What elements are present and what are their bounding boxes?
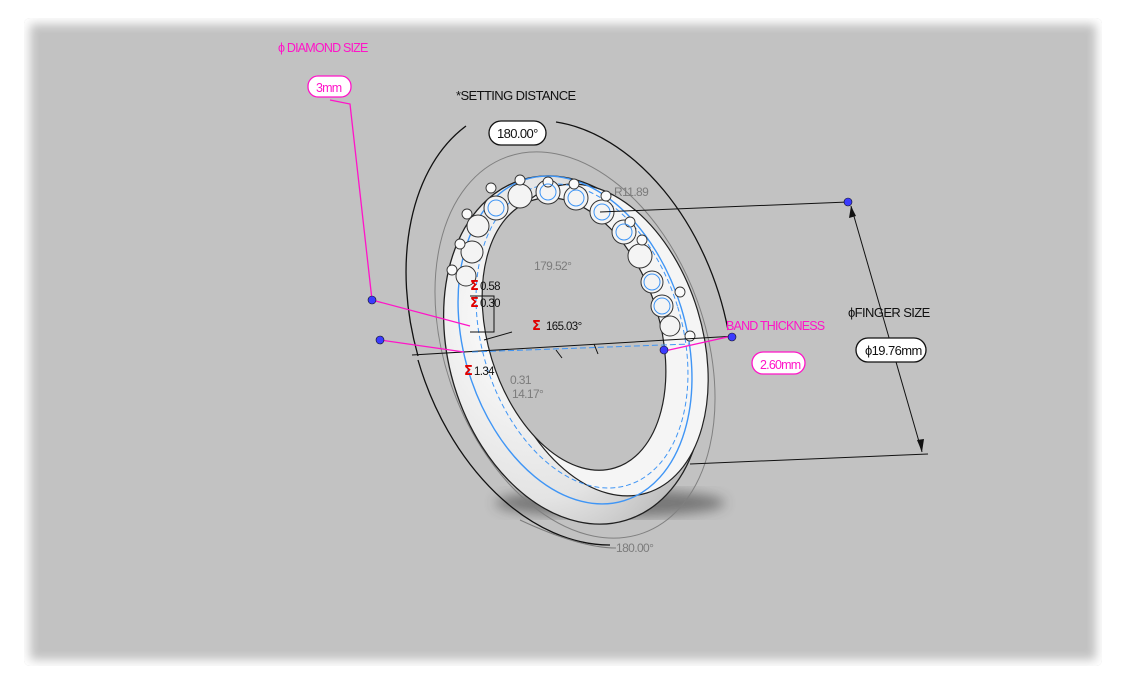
diamond-size-label: ϕ DIAMOND SIZE bbox=[278, 41, 368, 55]
small-value-0: 0.58 bbox=[480, 281, 500, 293]
finger-size-label: ϕFINGER SIZE bbox=[848, 305, 931, 320]
radius-label: R11.89 bbox=[614, 185, 649, 199]
band-thickness-value: 2.60mm bbox=[760, 358, 801, 372]
offset-line bbox=[379, 339, 465, 353]
setting-distance-arc-lower bbox=[417, 359, 611, 546]
sum-symbol-4: Σ bbox=[464, 364, 473, 379]
sketch-ellipse-outer bbox=[457, 175, 693, 505]
setting-baseline-blue bbox=[471, 343, 691, 353]
diamond-size-box[interactable] bbox=[307, 75, 352, 98]
band-thickness-label: BAND THICKNESS bbox=[726, 319, 825, 333]
sum-symbol-3: Σ bbox=[532, 319, 541, 334]
band-thickness-leader bbox=[659, 335, 733, 353]
setting-prongs bbox=[446, 174, 696, 342]
band-thickness-box[interactable] bbox=[751, 351, 806, 375]
construction-ellipse bbox=[434, 151, 716, 539]
setting-distance-box[interactable] bbox=[488, 120, 547, 146]
setting-distance-label: *SETTING DISTANCE bbox=[456, 88, 577, 103]
finger-size-arrow-top bbox=[849, 206, 856, 218]
sum-symbol-1: Σ bbox=[470, 279, 479, 294]
finger-size-ext-top bbox=[599, 201, 849, 213]
offset-handle[interactable] bbox=[375, 335, 385, 345]
small-value-3: 0.31 bbox=[510, 373, 532, 387]
angle-sum-label: 165.03° bbox=[546, 321, 582, 333]
setting-distance-value: 180.00° bbox=[497, 126, 538, 141]
setting-distance-arc-right bbox=[555, 121, 729, 331]
diamond-size-value: 3mm bbox=[316, 81, 342, 95]
small-value-4: 14.17° bbox=[512, 387, 544, 401]
bottom-arc-leader bbox=[519, 519, 617, 549]
finger-size-arrow-bottom bbox=[917, 439, 924, 452]
setting-distance-arc bbox=[405, 125, 467, 357]
finger-size-value: ϕ19.76mm bbox=[865, 343, 922, 358]
finger-size-dim-line bbox=[850, 205, 923, 453]
dimension-ticks bbox=[470, 295, 599, 359]
sum-symbol-2: Σ bbox=[470, 296, 479, 311]
band-thickness-point[interactable] bbox=[659, 345, 669, 355]
diamond-size-leader bbox=[329, 99, 373, 301]
finger-size-handle[interactable] bbox=[843, 197, 853, 207]
band-thickness-handle[interactable] bbox=[727, 332, 737, 342]
diamond-size-ext bbox=[371, 299, 471, 327]
setting-baseline bbox=[411, 335, 737, 356]
finger-size-box[interactable] bbox=[855, 337, 927, 363]
angle-bottom-label: 180.00° bbox=[616, 541, 654, 555]
sketch-stones bbox=[487, 183, 671, 315]
diamond-size-handle[interactable] bbox=[367, 295, 377, 305]
small-value-1: 0.30 bbox=[480, 298, 500, 310]
sketch-ellipse-inner bbox=[475, 183, 689, 489]
finger-size-ext-bottom bbox=[689, 453, 929, 465]
small-value-2: 1.34 bbox=[474, 366, 495, 378]
angle-inner-label: 179.52° bbox=[534, 259, 572, 273]
